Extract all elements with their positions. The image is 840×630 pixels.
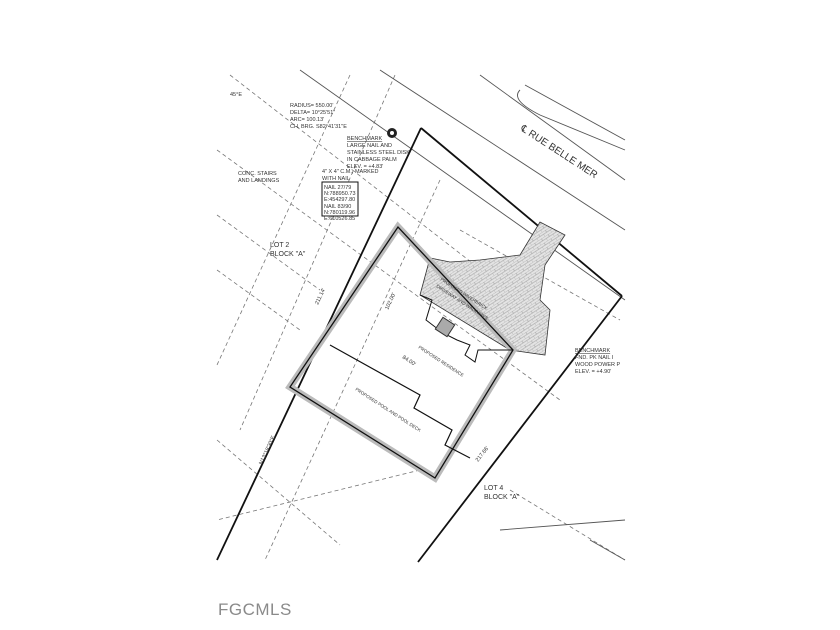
benchmark-2-title: BENCHMARK [575, 348, 610, 354]
curve-data-label: RADIUS= 550.00' DELTA= 10°25'51" ARC= 10… [290, 103, 347, 130]
coordinate-box-easting: E:610526.85 [324, 216, 355, 222]
depth-dimension: 102.00' [384, 292, 397, 311]
svg-text:ELEV. = +4.83': ELEV. = +4.83' [347, 164, 383, 170]
road-lines [299, 69, 626, 561]
svg-text:NAIL 83/90: NAIL 83/90 [324, 204, 351, 210]
svg-text:CH. BRG. S82°41'31"E: CH. BRG. S82°41'31"E [290, 124, 347, 130]
svg-text:LARGE NAIL AND: LARGE NAIL AND [347, 143, 392, 149]
building-footprint [285, 221, 518, 483]
monument-note: 4" X 4" C.M., MARKED WITH NAIL [322, 169, 378, 182]
dashed-setback-lines [216, 74, 626, 561]
svg-text:NAIL 27/79: NAIL 27/79 [324, 185, 351, 191]
width-dimension: 84.00' [401, 355, 417, 368]
lot-2-label: LOT 2 [270, 242, 289, 249]
svg-text:CONC. STAIRS: CONC. STAIRS [238, 171, 277, 177]
svg-text:WITH NAIL: WITH NAIL [322, 176, 350, 182]
left-bearing: N13°18'30"E [258, 435, 277, 466]
svg-text:AND LANDINGS: AND LANDINGS [238, 178, 280, 184]
watermark: FGCMLS [218, 600, 292, 619]
lot-4-block: BLOCK "A" [484, 494, 520, 501]
svg-text:STAINLESS STEEL DISK: STAINLESS STEEL DISK [347, 150, 410, 156]
right-dimension: 217.66' [475, 445, 491, 463]
left-dimension: 211.14' [314, 287, 327, 305]
benchmark-1-label: BENCHMARK LARGE NAIL AND STAINLESS STEEL… [347, 136, 410, 170]
benchmark-2-line: FND. PK NAIL I [575, 355, 614, 361]
benchmark-2-elev: ELEV. = +4.90' [575, 369, 611, 375]
benchmark-tree-icon [387, 128, 397, 138]
svg-text:ARC= 100.13': ARC= 100.13' [290, 117, 324, 123]
svg-text:4" X 4" C.M., MARKED: 4" X 4" C.M., MARKED [322, 169, 378, 175]
svg-text:E:454297.80: E:454297.80 [324, 197, 355, 203]
benchmark-2-line: WOOD POWER P [575, 362, 621, 368]
residence-label: PROPOSED RESIDENCE [417, 345, 464, 378]
coordinate-box: NAIL 27/79 N:788950.73 E:454297.80 NAIL … [321, 181, 359, 217]
svg-text:N:780119.96: N:780119.96 [324, 210, 355, 216]
pool-label: PROPOSED POOL AND POOL DECK [354, 387, 421, 433]
lot-2-block: BLOCK "A" [270, 251, 306, 258]
lot-4-label: LOT 4 [484, 485, 503, 492]
svg-text:RADIUS= 550.00': RADIUS= 550.00' [290, 103, 333, 109]
svg-text:BENCHMARK: BENCHMARK [347, 136, 382, 142]
svg-text:N:788950.73: N:788950.73 [324, 191, 356, 197]
svg-text:IN CABBAGE PALM: IN CABBAGE PALM [347, 157, 397, 163]
svg-text:DELTA= 10°25'51": DELTA= 10°25'51" [290, 110, 335, 116]
corner-bearing: 45°E [230, 92, 242, 98]
stairs-note: CONC. STAIRS AND LANDINGS [238, 171, 280, 184]
